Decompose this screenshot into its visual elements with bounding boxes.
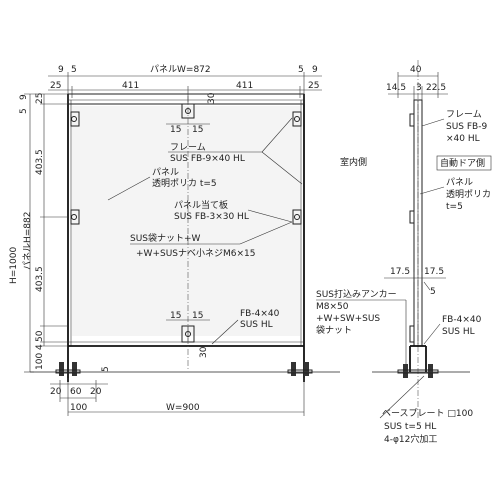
door-box — [436, 155, 492, 171]
label-fb-2: SUS HL — [240, 320, 273, 330]
label-fb-1: FB-4×40 — [240, 309, 280, 319]
side-anchors — [397, 364, 439, 378]
dim-side-5: 5 — [430, 287, 436, 297]
dim-top-5: 5 — [71, 65, 77, 75]
dim-side-14-5: 14.5 — [386, 83, 406, 93]
dim-left-5: 5 — [19, 108, 29, 114]
side-view: 40 14.5 3 22.5 17.5 17.5 5 室内側 自動ドア側 フレー… — [316, 60, 492, 445]
label-plate-2: SUS FB-3×30 HL — [174, 212, 249, 222]
label-side-fb-2: SUS HL — [442, 327, 475, 337]
side-plate-bot — [409, 325, 415, 343]
label-base-2: SUS t=5 HL — [384, 422, 436, 432]
dim-left-100: 100 — [35, 353, 45, 370]
label-frame-2: SUS FB-9×40 HL — [170, 154, 245, 164]
label-panel-1: パネル — [152, 167, 179, 178]
label-anchor-1: SUS打込みアンカー — [316, 288, 397, 300]
label-frame-1: フレーム — [170, 142, 206, 153]
label-nut-1: SUS袋ナット+W — [130, 232, 201, 244]
label-side-panel-2: 透明ポリカ — [446, 189, 491, 200]
dim-left-50: 50 — [35, 330, 45, 342]
label-anchor-2: M8×50 — [316, 302, 349, 312]
dim-bot-5: 5 — [101, 366, 111, 372]
dim-top-9: 9 — [58, 65, 64, 75]
label-base-3: 4-φ12穴加工 — [384, 433, 437, 445]
dim-left-4035-a: 403.5 — [35, 149, 45, 175]
label-side-frame-1: フレーム — [446, 109, 482, 120]
label-side-frame-2: SUS FB-9 — [446, 122, 487, 132]
label-nut-2: +W+SUSナベ小ネジM6×15 — [136, 248, 255, 259]
dim-left-4035-b: 403.5 — [35, 266, 45, 292]
dim-h-total: H=1000 — [9, 247, 19, 284]
dim-h30-top: 30 — [207, 92, 217, 104]
front-view: 9 5 パネルW=872 5 9 25 411 411 25 30 15 15 … — [9, 64, 340, 416]
dim-bot-20-b: 20 — [90, 387, 102, 397]
label-plate-1: パネル当て板 — [174, 199, 228, 211]
dim-w-total: W=900 — [166, 403, 200, 413]
dim-left-9: 9 — [19, 94, 29, 100]
side-plate-top — [409, 113, 415, 127]
side-plate-mid — [409, 210, 415, 224]
label-base-1: ベースプレート □100 — [382, 408, 473, 419]
panel-glass — [72, 106, 300, 336]
dim-side-17-5-b: 17.5 — [424, 267, 444, 277]
dim-panel-h: パネルH=882 — [22, 212, 33, 271]
label-panel-2: 透明ポリカ t=5 — [152, 178, 217, 189]
dim-side-40: 40 — [410, 65, 422, 75]
dim-top-5r: 5 — [298, 65, 304, 75]
dim-bot-60: 60 — [70, 387, 82, 397]
dim-half-r: 411 — [236, 81, 253, 91]
dim-top-9r: 9 — [312, 65, 318, 75]
bottom-dimensions — [50, 378, 305, 416]
dim-left-25: 25 — [35, 93, 45, 104]
side-dimensions — [384, 72, 448, 291]
dim-bot-20-a: 20 — [50, 387, 62, 397]
dim-side-3: 3 — [416, 83, 422, 93]
label-door: 自動ドア側 — [440, 157, 485, 169]
dim-h15-a: 15 — [170, 125, 181, 135]
dim-b15-a: 15 — [170, 311, 181, 321]
dim-panel-w: パネルW=872 — [150, 64, 211, 75]
label-side-panel-3: t=5 — [446, 202, 463, 212]
dim-b30: 30 — [199, 346, 209, 358]
dim-top-25r: 25 — [308, 81, 319, 91]
dim-top-25: 25 — [50, 81, 61, 91]
dim-side-22-5: 22.5 — [426, 83, 446, 93]
top-frame — [67, 93, 305, 105]
dim-h15-b: 15 — [192, 125, 203, 135]
dim-bot-100: 100 — [70, 403, 87, 413]
label-anchor-4: 袋ナット — [316, 324, 352, 336]
label-anchor-3: +W+SW+SUS — [316, 314, 380, 324]
anchor-feet — [55, 362, 313, 376]
label-indoor: 室内側 — [340, 156, 367, 168]
dim-side-17-5-a: 17.5 — [390, 267, 410, 277]
left-dimensions — [24, 93, 68, 373]
top-dimensions — [48, 72, 322, 104]
dim-half-l: 411 — [122, 81, 139, 91]
label-side-panel-1: パネル — [446, 177, 473, 188]
dim-left-4: 4 — [35, 344, 45, 350]
label-side-frame-3: ×40 HL — [446, 134, 480, 144]
dim-b15-b: 15 — [192, 311, 203, 321]
label-side-fb-1: FB-4×40 — [442, 315, 482, 325]
